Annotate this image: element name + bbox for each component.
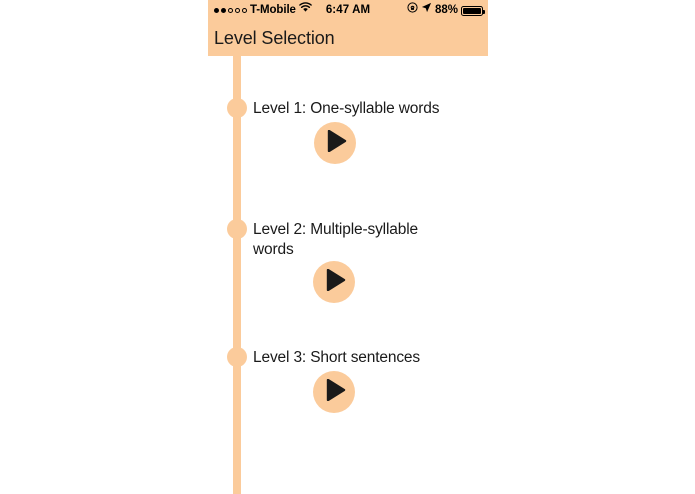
play-icon: [326, 268, 346, 296]
play-button[interactable]: [313, 261, 355, 303]
carrier-label: T-Mobile: [250, 4, 296, 16]
status-bar: T-Mobile 6:47 AM: [208, 0, 488, 21]
rotation-lock-icon: [407, 0, 418, 21]
battery-percent-label: 88%: [434, 4, 458, 16]
level-label: Level 3: Short sentences: [253, 349, 421, 366]
phone-app-panel: T-Mobile 6:47 AM: [208, 0, 488, 494]
timeline-node-icon: [227, 98, 247, 118]
timeline-node-icon: [227, 219, 247, 239]
signal-strength-icon: [214, 8, 247, 13]
level-row: Level 3: Short sentences: [208, 347, 488, 457]
play-icon: [327, 129, 347, 157]
status-bar-right: 88%: [407, 0, 485, 21]
level-label: Level 2: Multiple-syllable words: [253, 221, 418, 258]
play-icon: [326, 378, 346, 406]
battery-icon: [461, 5, 485, 16]
location-arrow-icon: [421, 0, 432, 21]
play-button[interactable]: [313, 371, 355, 413]
timeline-track: [233, 56, 241, 494]
page-title: Level Selection: [214, 28, 335, 48]
status-bar-clock: 6:47 AM: [325, 4, 371, 16]
wifi-icon: [299, 0, 312, 21]
timeline-node-icon: [227, 347, 247, 367]
level-row: Level 1: One-syllable words: [208, 98, 488, 208]
play-button[interactable]: [314, 122, 356, 164]
navigation-bar: Level Selection: [208, 21, 488, 56]
status-bar-left: T-Mobile: [214, 0, 312, 21]
level-label: Level 1: One-syllable words: [253, 100, 440, 117]
level-row: Level 2: Multiple-syllable words: [208, 219, 488, 349]
